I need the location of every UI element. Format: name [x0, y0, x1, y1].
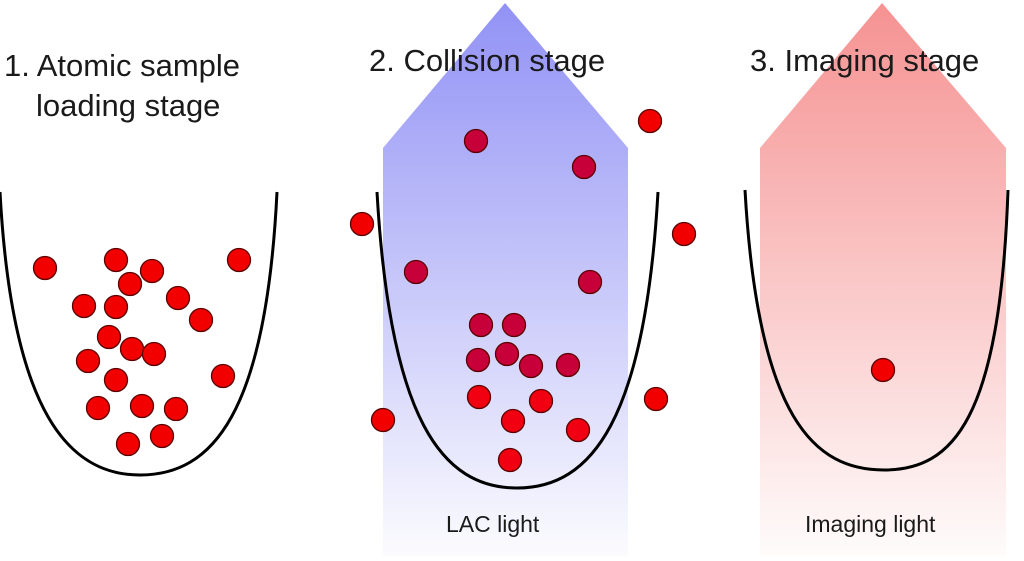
atom [32, 255, 58, 281]
atom [103, 294, 129, 320]
atom [115, 431, 141, 457]
stage-1-atoms [32, 247, 252, 457]
atom [149, 423, 175, 449]
atom [637, 108, 663, 134]
trap-curve-2 [375, 191, 660, 490]
atom [370, 407, 396, 433]
atom [119, 336, 145, 362]
lac-light-beam [383, 3, 628, 556]
atom-in-beam [497, 447, 523, 473]
trap-curve-3 [743, 189, 1010, 472]
lac-light-label: LAC light [446, 511, 540, 537]
atom [103, 367, 129, 393]
imaging-light-label: Imaging light [805, 511, 936, 537]
atom [671, 221, 697, 247]
atom-in-beam [501, 312, 527, 338]
atom [210, 363, 236, 389]
stage-2-atoms [349, 108, 697, 473]
atom [117, 271, 143, 297]
trap-curve-1 [0, 191, 279, 477]
atom-in-beam [463, 128, 489, 154]
imaging-light-beam [760, 3, 1006, 556]
atom [163, 396, 189, 422]
atom [96, 324, 122, 350]
atom [129, 393, 155, 419]
atom [139, 258, 165, 284]
atom-in-beam [466, 384, 492, 410]
atom-in-beam [518, 353, 544, 379]
atom [165, 285, 191, 311]
atom-in-beam [571, 154, 597, 180]
atom-in-beam [468, 312, 494, 338]
atom-in-beam [465, 347, 491, 373]
atom-in-beam [528, 388, 554, 414]
stage-1-title-line-2: loading stage [36, 88, 220, 123]
stage-3-atoms [870, 357, 896, 383]
atom-in-beam [494, 341, 520, 367]
stage-1-title-line-1: 1. Atomic sample [4, 48, 240, 83]
atom-in-beam [565, 417, 591, 443]
atom-in-beam [577, 269, 603, 295]
stage-2-title: 2. Collision stage [369, 43, 605, 78]
atom [188, 307, 214, 333]
stage-3-title: 3. Imaging stage [750, 43, 979, 78]
atom-in-beam [500, 408, 526, 434]
atom-in-beam [403, 259, 429, 285]
atom [71, 293, 97, 319]
atom [643, 386, 669, 412]
atom [349, 211, 375, 237]
atom [103, 247, 129, 273]
atom [75, 348, 101, 374]
atom [141, 341, 167, 367]
atom [226, 247, 252, 273]
atom-in-beam [555, 352, 581, 378]
atom [85, 395, 111, 421]
atom [870, 357, 896, 383]
